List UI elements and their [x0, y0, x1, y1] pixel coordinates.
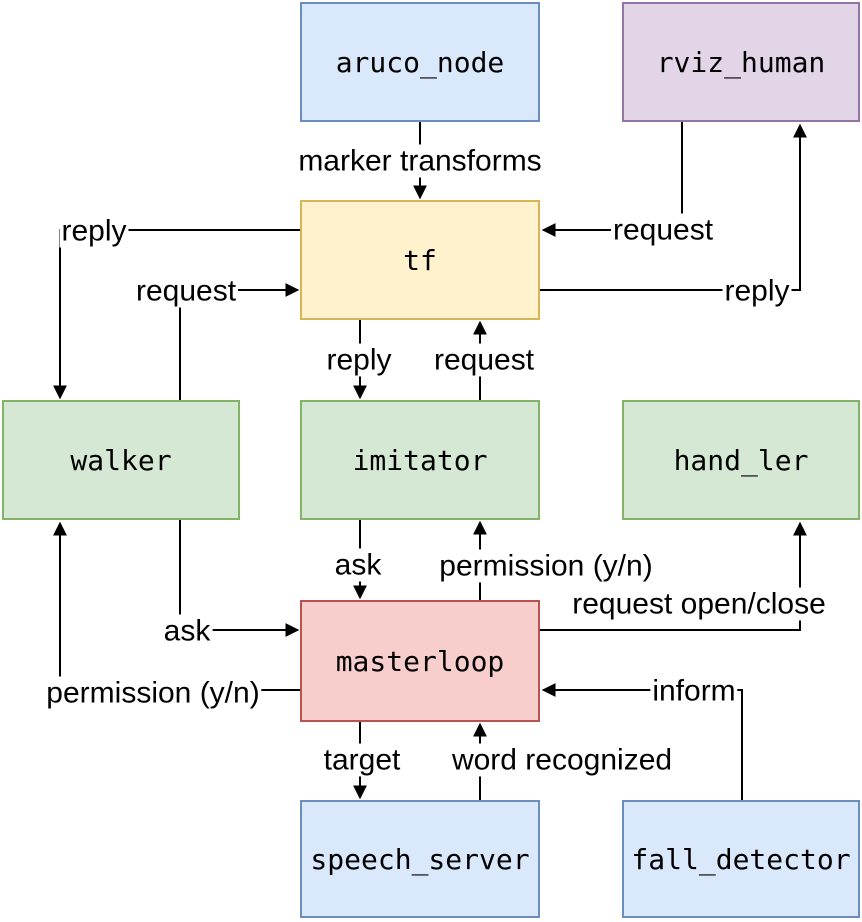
edge-label-request-open-close: request open/close — [570, 587, 828, 621]
node-masterloop: masterloop — [300, 600, 540, 722]
node-fall-detector-label: fall_detector — [631, 842, 851, 876]
node-tf-label: tf — [403, 243, 437, 277]
edge-label-inform: inform — [650, 674, 738, 708]
node-rviz-human-label: rviz_human — [656, 45, 826, 79]
node-imitator-label: imitator — [352, 443, 488, 477]
node-walker-label: walker — [70, 443, 172, 477]
edge-label-permission-to-walker: permission (y/n) — [44, 676, 262, 710]
node-walker: walker — [2, 400, 240, 520]
node-hand-ler: hand_ler — [622, 400, 860, 520]
node-hand-ler-label: hand_ler — [673, 443, 809, 477]
edge-masterloop-hand_ler — [540, 521, 807, 631]
edge-label-ask-imitator-masterloop: ask — [332, 548, 384, 582]
edge-label-reply-tf-walker: reply — [59, 214, 129, 248]
edge-tf-rviz_human — [540, 123, 807, 291]
node-masterloop-label: masterloop — [335, 644, 505, 678]
node-speech-server-label: speech_server — [310, 842, 530, 876]
edge-label-reply-tf-imitator: reply — [324, 343, 394, 377]
node-aruco-node: aruco_node — [300, 2, 540, 122]
edge-label-word-recognized: word recognized — [449, 743, 675, 777]
edge-fall_detector-masterloop — [541, 683, 743, 800]
node-aruco-node-label: aruco_node — [335, 45, 505, 79]
node-fall-detector: fall_detector — [622, 800, 860, 918]
edge-label-permission-to-imitator: permission (y/n) — [437, 549, 655, 583]
edge-label-request-walker-tf: request — [133, 274, 239, 308]
node-tf: tf — [300, 200, 540, 320]
edge-label-ask-walker-masterloop: ask — [161, 614, 213, 648]
edge-label-target: target — [321, 743, 403, 777]
node-imitator: imitator — [300, 400, 540, 520]
edge-label-request-imitator-tf: request — [431, 343, 537, 377]
edge-label-marker-transforms: marker transforms — [296, 144, 544, 178]
node-rviz-human: rviz_human — [622, 2, 860, 122]
edge-label-request-rviz-tf: request — [610, 213, 716, 247]
edge-label-reply-tf-rviz: reply — [722, 274, 792, 308]
edge-walker-masterloop — [179, 520, 300, 637]
node-speech-server: speech_server — [300, 800, 540, 918]
